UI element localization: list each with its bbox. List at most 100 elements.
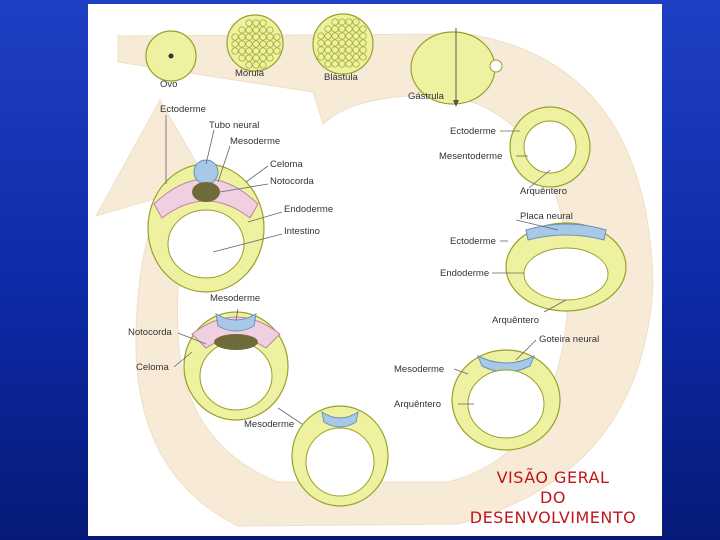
embryo-ring-3 [451,349,561,451]
cell [331,46,339,54]
cell [266,47,274,55]
ovo-stage [145,30,197,82]
cell [245,61,253,69]
cell [352,32,360,40]
cell [338,39,346,47]
title-line-1: VISÃO GERAL [496,468,610,487]
cell [245,33,253,41]
label-ovo: Ovo [160,79,177,90]
cell [338,25,346,33]
label-ectoderme-left: Ectoderme [160,104,206,115]
cell [324,60,332,68]
cell [245,47,253,55]
cell [252,54,260,62]
label-notocorda-lower: Notocorda [128,327,173,338]
title-line-2: DO [540,488,566,507]
embryo-6-intestine [167,209,245,279]
label-placa-neural: Placa neural [520,211,573,222]
cell [345,53,353,61]
cell [245,40,253,48]
cell [338,18,346,26]
cell [273,47,281,55]
embryo-6-notochord [192,182,220,202]
cell [352,60,360,68]
cell [331,53,339,61]
gastrula-arrow-head [453,100,459,107]
label-gastrula: Gástrula [408,91,445,102]
cell [352,39,360,47]
cell [324,39,332,47]
cell [245,26,253,34]
embryo-ring-2 [505,222,627,312]
cell [359,25,367,33]
embryo-ring-5 [183,311,289,421]
cell [273,40,281,48]
embryo-2-inner [523,247,609,301]
label-ectoderme-r2: Ectoderme [450,236,496,247]
cell [331,60,339,68]
cell [252,61,260,69]
cell [231,40,239,48]
cell [359,53,367,61]
label-celoma-lower: Celoma [136,362,169,373]
cell [252,47,260,55]
cell [259,54,267,62]
cell [252,26,260,34]
cell [352,25,360,33]
cell [324,53,332,61]
label-mesoderme-mid: Mesoderme [210,293,260,304]
cell [252,33,260,41]
cell [359,39,367,47]
cell [359,46,367,54]
label-arquentero-1: Arquêntero [520,186,567,197]
cell [238,47,246,55]
cell [338,46,346,54]
ovo-nucleus [168,53,174,59]
title-line-3: DESENVOLVIMENTO [469,508,637,527]
cell [259,61,267,69]
cell [238,33,246,41]
cell [245,19,253,27]
cell [324,46,332,54]
label-endoderme-r2: Endoderme [440,268,489,279]
cell [345,25,353,33]
embryo-3-neural-groove [477,354,535,373]
cell [238,40,246,48]
slide-title: VISÃO GERAL DO DESENVOLVIMENTO [446,468,660,528]
embryo-1-inner [523,120,577,174]
cell [266,54,274,62]
cell [252,19,260,27]
cell [266,40,274,48]
embryo-2-neural-plate [525,223,607,241]
embryo-5-notochord [214,334,258,350]
cell [338,60,346,68]
label-tubo-neural: Tubo neural [209,120,259,131]
embryo-4-inner [305,427,375,497]
cell [266,33,274,41]
cell [259,40,267,48]
cell [324,25,332,33]
label-mesoderme-bottom: Mesoderme [244,419,294,430]
label-mesoderme-left: Mesoderme [230,136,280,147]
cell [331,18,339,26]
cell [231,47,239,55]
cell [231,33,239,41]
cell [317,32,325,40]
label-arquentero-3: Arquêntero [394,399,441,410]
cell [273,33,281,41]
embryo-ring-6 [147,159,265,293]
cell [345,46,353,54]
cell [345,32,353,40]
cell [345,18,353,26]
embryo-4-neural [321,410,359,428]
cell [245,54,253,62]
embryo-5-neural [215,313,257,332]
embryo-5-inner [199,341,273,411]
label-mesentoderme: Mesentoderme [439,151,502,162]
cell [352,46,360,54]
embryo-development-diagram: Ovo Mórula Blástula Gástrula Ectoderme T… [94,13,654,527]
cell [324,32,332,40]
label-endoderme-left: Endoderme [284,204,333,215]
leader-lines [165,115,567,425]
label-ectoderme-r1: Ectoderme [450,126,496,137]
